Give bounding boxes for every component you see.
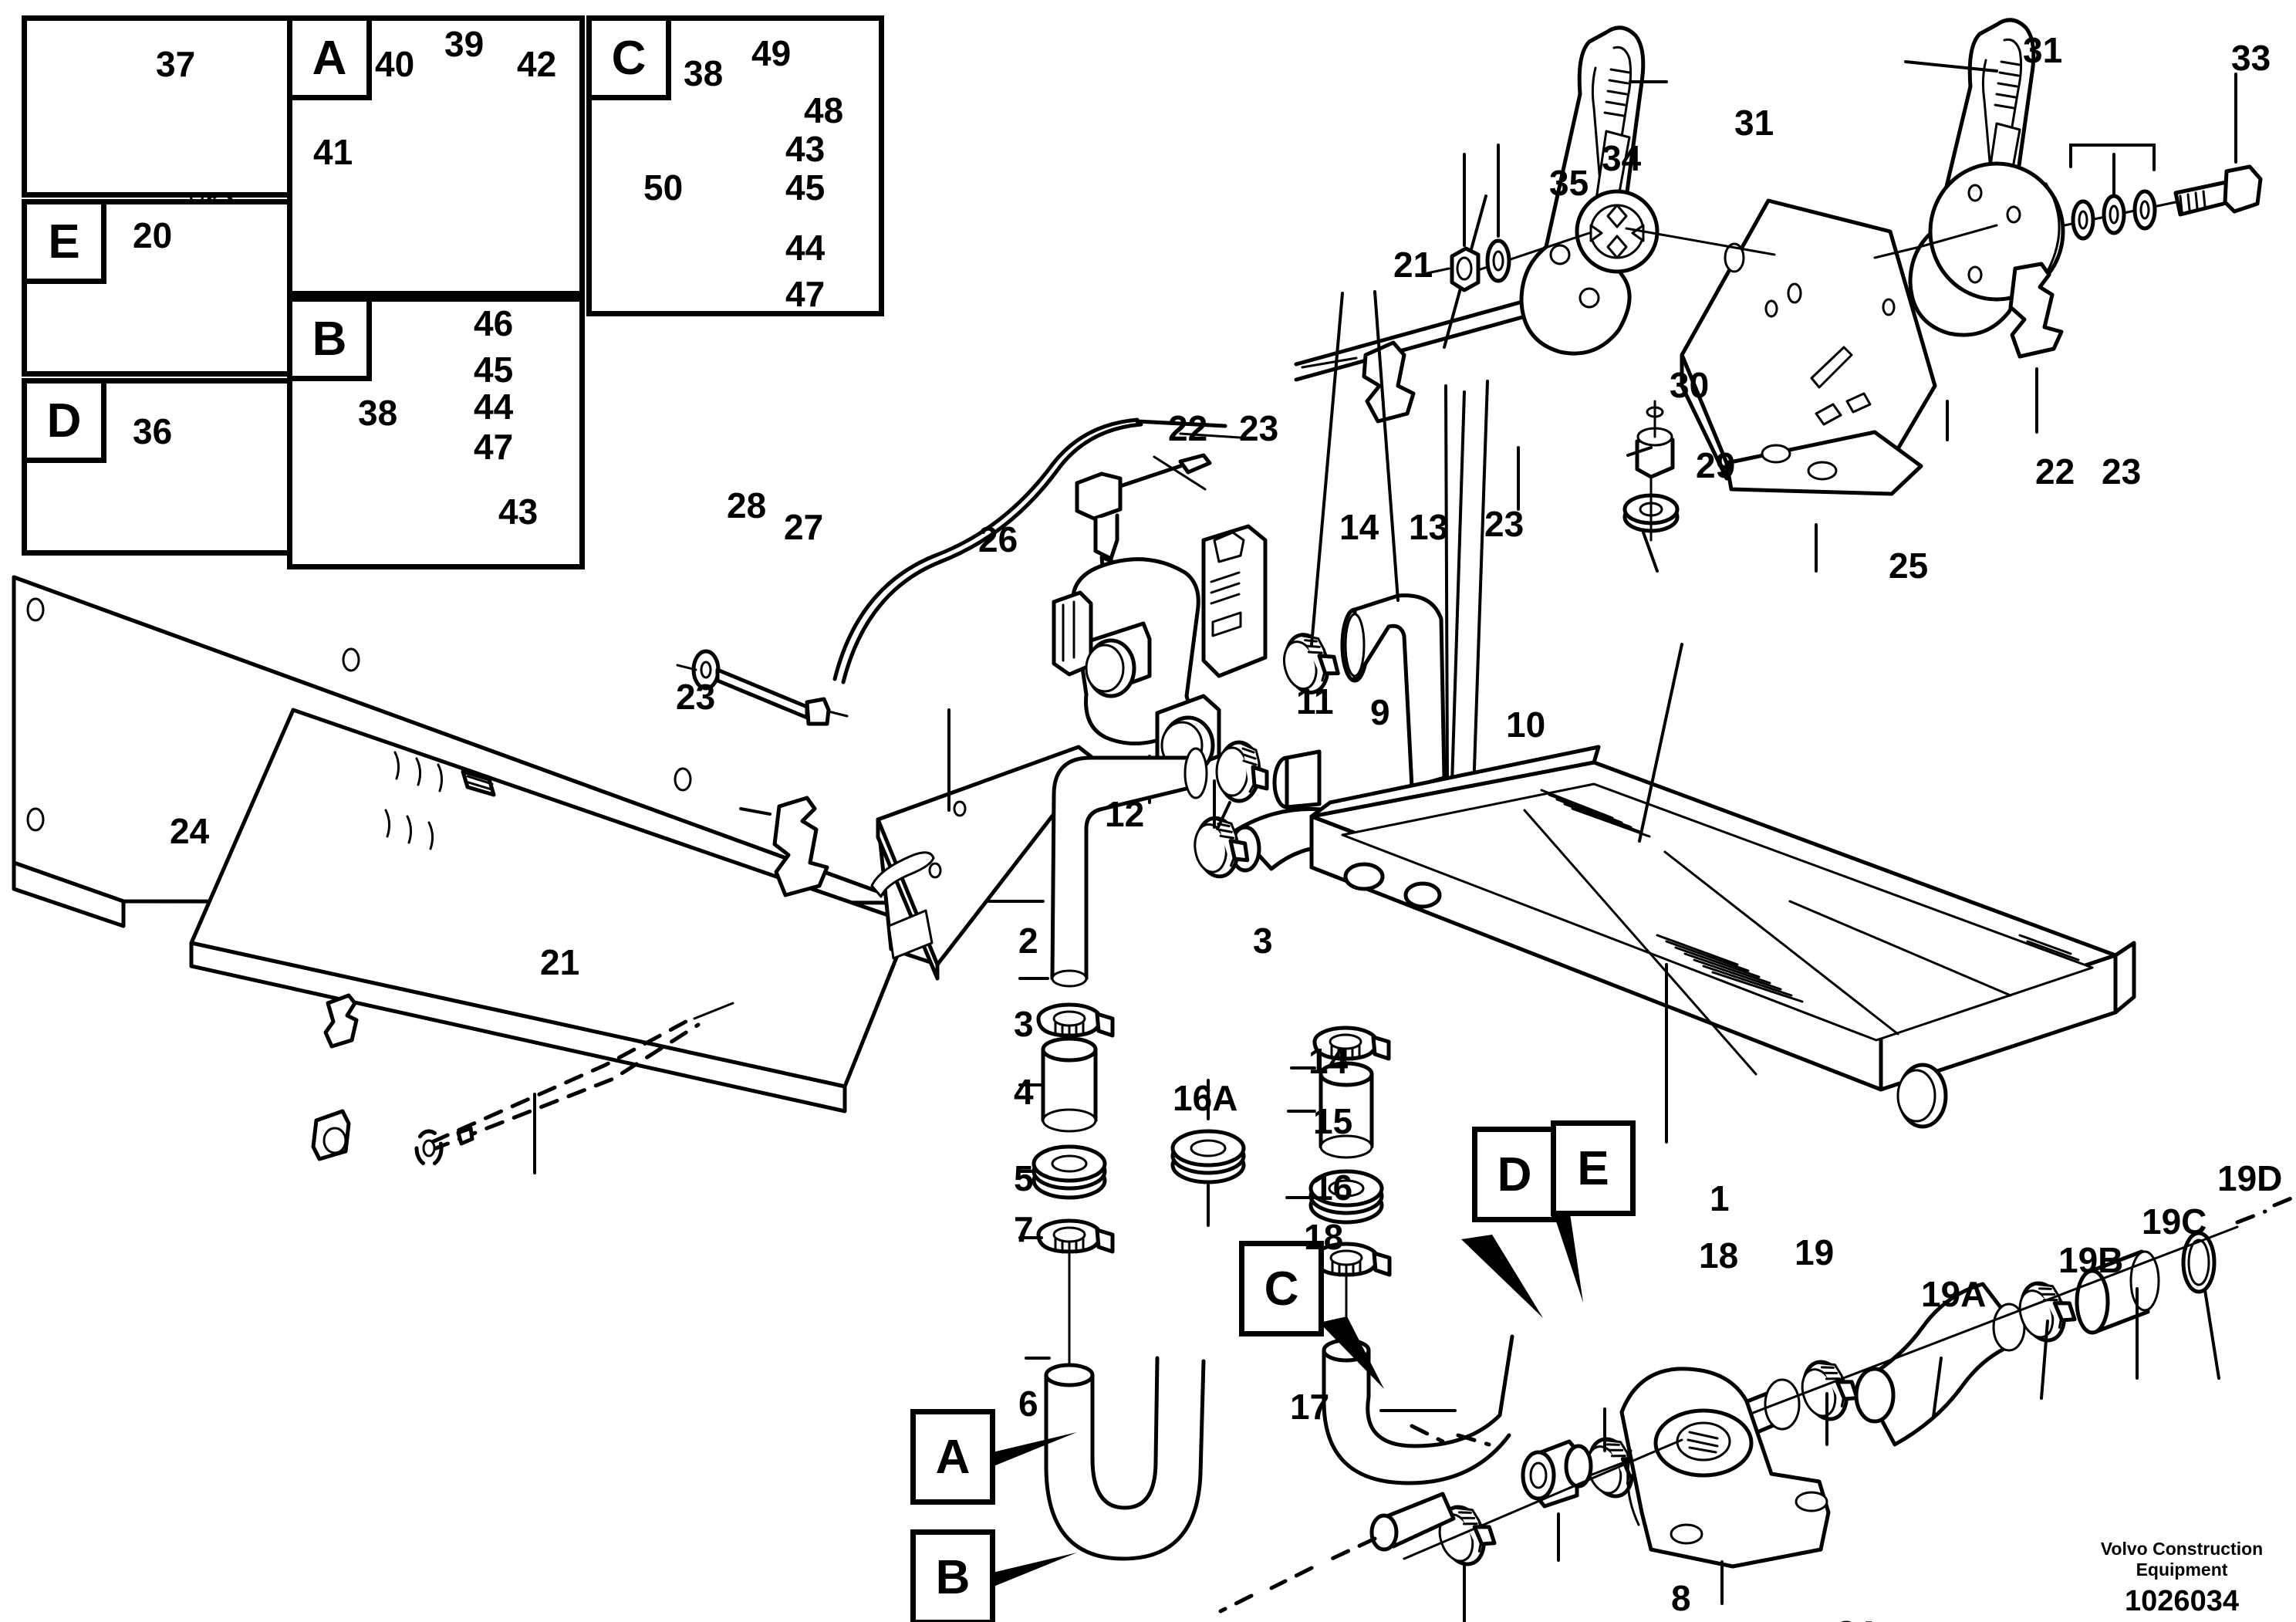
flange-8A	[1218, 1367, 1831, 1622]
callout-19A: 19A	[1921, 1274, 1987, 1314]
callout-44: 44	[474, 387, 514, 427]
key-marker-A: A	[910, 1409, 995, 1505]
callout-7: 7	[1014, 1209, 1034, 1249]
callout-22: 22	[1168, 408, 1208, 448]
heater-core-1	[1309, 643, 2136, 1144]
callout-23: 23	[1239, 408, 1279, 448]
callout-16A: 16A	[1173, 1078, 1238, 1118]
callout-33: 33	[2231, 38, 2271, 78]
callout-17: 17	[1290, 1387, 1330, 1427]
callout-29: 29	[1696, 445, 1736, 485]
callout-8: 8	[1671, 1578, 1691, 1618]
callout-4: 4	[1014, 1072, 1034, 1112]
callout-3: 3	[1253, 921, 1273, 961]
callout-50: 50	[643, 167, 684, 208]
callout-19B: 19B	[2058, 1240, 2124, 1280]
callout-18: 18	[1304, 1217, 1344, 1257]
callout-47: 47	[785, 274, 826, 314]
callout-19: 19	[1795, 1232, 1835, 1272]
wire-harness	[832, 194, 1622, 684]
fastener-29-30	[1622, 400, 1680, 573]
callout-13: 13	[1409, 507, 1449, 547]
callout-31: 31	[2023, 30, 2063, 70]
callout-6: 6	[1018, 1384, 1038, 1424]
callout-20: 20	[133, 215, 173, 255]
callout-46: 46	[474, 303, 514, 343]
callout-10: 10	[1506, 705, 1546, 745]
callout-16: 16	[1313, 1168, 1353, 1208]
callout-37: 37	[156, 44, 196, 84]
callout-38: 38	[684, 53, 724, 93]
key-marker-C: C	[1239, 1241, 1324, 1336]
fastener-27-28	[383, 282, 849, 726]
panel-key-B: B	[287, 296, 372, 381]
panel-key-E: E	[22, 199, 106, 284]
brand-line-1: Volvo Construction	[2100, 1539, 2264, 1559]
callout-28: 28	[727, 485, 767, 525]
callout-3: 3	[1014, 1004, 1034, 1044]
callout-26: 26	[978, 519, 1018, 559]
detail-panel-37	[22, 15, 330, 198]
callout-19D: 19D	[2217, 1158, 2283, 1198]
cab-panel-assembly	[12, 575, 913, 1174]
document-number: 1026034	[2125, 1585, 2239, 1618]
plate-26	[870, 708, 1098, 981]
callout-43: 43	[785, 129, 826, 169]
panel-key-A: A	[287, 15, 372, 100]
hose-stack-right	[1279, 1028, 1514, 1485]
callout-44: 44	[785, 228, 826, 268]
callout-21: 21	[540, 942, 580, 982]
callout-2: 2	[1018, 921, 1038, 961]
callout-41: 41	[313, 132, 353, 172]
callout-35: 35	[1549, 163, 1589, 203]
callout-45: 45	[474, 350, 514, 390]
footer-block: Volvo Construction Equipment 1026034	[2083, 1539, 2281, 1618]
callout-34: 34	[1602, 138, 1642, 178]
callout-39: 39	[444, 24, 485, 64]
callout-14: 14	[1308, 1041, 1349, 1081]
callout-21: 21	[1393, 245, 1433, 285]
callout-23: 23	[1484, 504, 1524, 544]
callout-11: 11	[1296, 681, 1334, 721]
callout-1: 1	[1710, 1178, 1730, 1218]
callout-8A: 8A	[1836, 1616, 1882, 1622]
brand-line-2: Equipment	[2136, 1559, 2228, 1580]
callout-25: 25	[1889, 546, 1929, 586]
callout-43: 43	[498, 492, 539, 532]
callout-18: 18	[1699, 1235, 1739, 1276]
callout-27: 27	[784, 507, 824, 547]
callout-19C: 19C	[2142, 1201, 2207, 1242]
callout-23: 23	[676, 677, 716, 717]
callout-9: 9	[1370, 692, 1390, 732]
key-pointers	[986, 1208, 1583, 1590]
callout-38: 38	[358, 393, 398, 433]
arm-31-left	[1426, 25, 1776, 356]
panel-key-C: C	[586, 15, 671, 100]
callout-45: 45	[785, 167, 826, 208]
callout-47: 47	[474, 427, 514, 467]
callout-5: 5	[1014, 1158, 1034, 1198]
callout-30: 30	[1670, 365, 1710, 405]
callout-23: 23	[2102, 451, 2142, 492]
callout-42: 42	[517, 44, 557, 84]
hose-stack-left	[988, 742, 1322, 1561]
callout-48: 48	[804, 90, 844, 130]
clip-23-left	[739, 796, 829, 897]
callout-15: 15	[1313, 1101, 1353, 1141]
callout-36: 36	[133, 411, 173, 451]
callout-22: 22	[2035, 451, 2075, 492]
key-marker-B: B	[910, 1529, 995, 1622]
callout-31: 31	[1734, 103, 1774, 143]
arm-31-right	[1873, 18, 2263, 441]
callout-14: 14	[1339, 507, 1379, 547]
key-marker-D: D	[1472, 1127, 1557, 1222]
panel-key-D: D	[22, 378, 106, 463]
callout-49: 49	[751, 33, 792, 73]
bracket-25	[1680, 198, 1937, 573]
callout-12: 12	[1105, 794, 1145, 834]
callout-40: 40	[375, 44, 415, 84]
key-marker-E: E	[1551, 1120, 1636, 1216]
callout-24: 24	[170, 811, 210, 851]
